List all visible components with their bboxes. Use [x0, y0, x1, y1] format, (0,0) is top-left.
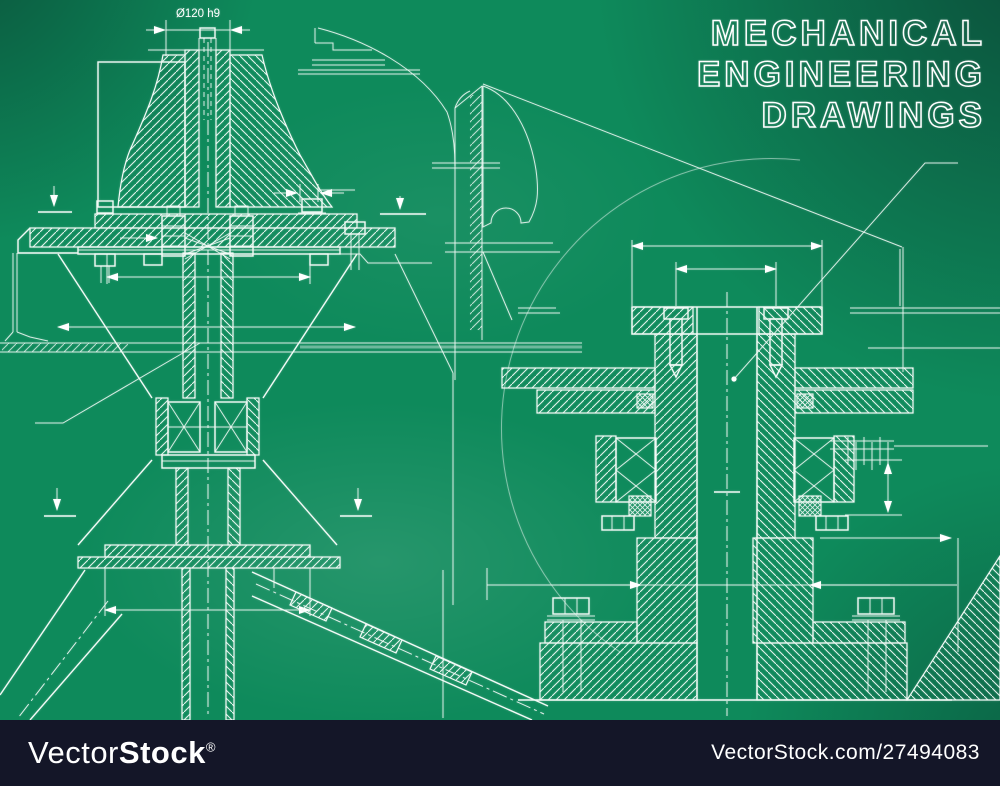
- silhouette-part-outline: [298, 27, 560, 605]
- engineering-drawing-canvas: Ø120 h9: [0, 8, 1000, 720]
- poster-title: MECHANICAL ENGINEERING DRAWINGS: [696, 13, 987, 136]
- logo-text-light: Vector: [28, 735, 119, 770]
- logo-text-bold: Stock: [118, 735, 206, 770]
- construction-lines: [0, 83, 1000, 653]
- registered-symbol: ®: [205, 739, 216, 755]
- title-line-2: ENGINEERING: [697, 55, 986, 94]
- blueprint-art: Ø120 h9: [0, 0, 1000, 720]
- attribution-text: VectorStock.com/27494083: [711, 741, 980, 764]
- right-assembly-section: [486, 240, 1000, 716]
- dimension-label: Ø120 h9: [176, 8, 220, 20]
- title-line-1: MECHANICAL: [711, 14, 986, 53]
- left-assembly-section: Ø120 h9: [0, 8, 549, 720]
- title-line-3: DRAWINGS: [762, 96, 987, 135]
- vectorstock-logo: VectorStock®: [28, 735, 216, 771]
- watermark-bar: VectorStock® VectorStock.com/27494083: [0, 720, 1000, 786]
